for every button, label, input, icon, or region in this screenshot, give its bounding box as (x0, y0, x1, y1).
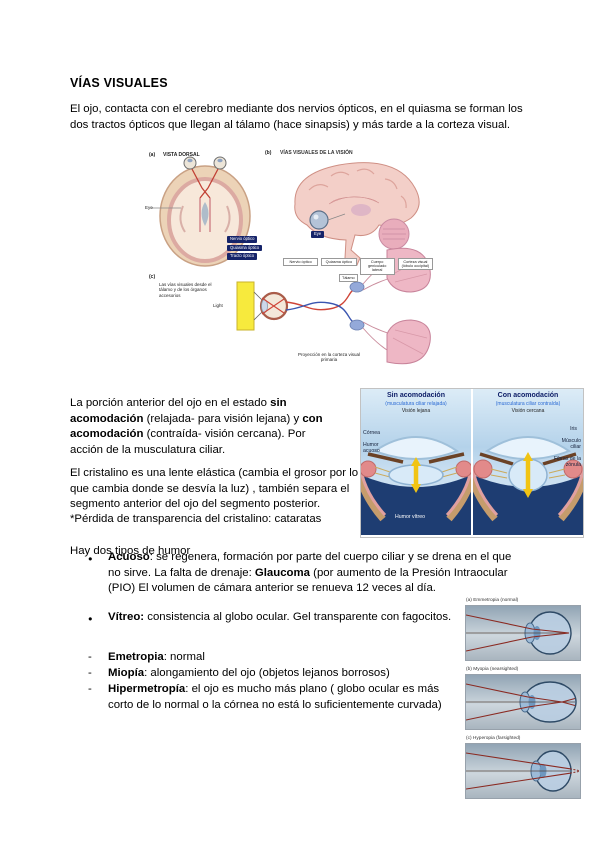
hyperopia-art (465, 743, 581, 799)
panel-myopia: (b) Myopia (nearsighted) (465, 667, 581, 730)
bullet-aqueous-text: Acuoso: se regenera, formación por parte… (108, 551, 512, 594)
bullet-vitreous-text: Vítreo: consistencia al globo ocular. Ge… (108, 611, 452, 623)
relaxed-title: Sin acomodación (387, 392, 445, 399)
axial-brain-art (151, 156, 251, 267)
contracted-mode: Visión cercana (511, 408, 545, 414)
panel-b-title: VÍAS VISUALES DE LA VISIÓN (280, 150, 353, 156)
panel-c-tag: (c) (149, 274, 156, 280)
relaxed-eye-art (361, 436, 471, 535)
panel-a-tag: (a) (149, 152, 156, 158)
label-optic-chiasm-b: Quiasma óptico (321, 258, 357, 267)
panel-c-bottom-caption: Proyección en la corteza visual primaria (297, 352, 361, 363)
ciliary-label: Músculo ciliar (561, 438, 581, 450)
dash-hyperopia: - Hipermetropía: el ojo es mucho más pla… (88, 682, 448, 713)
panel-emmetropia: (a) Emmetropia (normal) (465, 598, 581, 661)
figure-vision-types: (a) Emmetropia (normal) (b) Myopia (near… (465, 598, 581, 805)
accommodation-panel-contracted: Con acomodación (musculatura ciliar cont… (473, 389, 583, 535)
pathway-label-boxes-b: Nervio óptico Quiasma óptico Cuerpo geni… (283, 258, 433, 275)
vitreous-label: Humor vítreo (395, 514, 425, 520)
accommodation-panel-relaxed: Sin acomodación (musculatura ciliar rela… (361, 389, 471, 535)
panel-divider (471, 389, 473, 537)
myopia-art (465, 674, 581, 730)
label-lateral-geniculate: Cuerpo geniculado lateral (359, 258, 395, 275)
eye-label-b: Eye (311, 231, 325, 238)
iris-label: Iris (570, 426, 577, 432)
emmetropia-art (465, 605, 581, 661)
sagittal-brain-art (294, 162, 420, 266)
dash-emmetropia-text: Emetropia: normal (108, 651, 205, 663)
humor-intro: Hay dos tipos de humor (70, 545, 191, 558)
myopia-caption: (b) Myopia (nearsighted) (466, 667, 519, 672)
contracted-subtitle: (musculatura ciliar contraída) (495, 401, 561, 407)
label-optic-tract: Tracto óptico (227, 253, 258, 260)
accommodation-paragraph: La porción anterior del ojo en el estado… (70, 397, 323, 456)
dash-marker: - (88, 683, 92, 695)
intro-paragraph: El ojo, contacta con el cerebro mediante… (70, 103, 523, 131)
bullet-marker: ● (88, 554, 93, 563)
label-visual-cortex: Corteza visual (lóbulo occipital) (397, 258, 433, 271)
figure-visual-pathways: (a) VISTA DORSAL (b) VÍAS VISUALES DE LA… (143, 146, 435, 374)
dash-emmetropia: - Emetropia: normal (88, 650, 468, 666)
figure-accommodation: Sin acomodación (musculatura ciliar rela… (360, 388, 584, 538)
panel-hyperopia: (c) Hyperopia (farsighted) (465, 736, 581, 799)
cataracts-note: *Pérdida de transparencia del cristalino… (70, 513, 322, 526)
panel-c-caption: Las vías visuales desde el tálamo y de l… (159, 282, 212, 298)
panel-b-tag: (b) (265, 150, 272, 156)
thalamus-label: Tálamo (339, 274, 358, 283)
cornea-label: Córnea (363, 430, 381, 436)
bullet-aqueous: ● Acuoso: se regenera, formación por par… (88, 550, 526, 597)
aqueous-label: Humor acuoso (363, 442, 380, 454)
emmetropia-caption: (a) Emmetropia (normal) (466, 598, 519, 603)
dash-myopia-text: Miopía: alongamiento del ojo (objetos le… (108, 667, 390, 679)
hyperopia-caption: (c) Hyperopia (farsighted) (466, 736, 521, 741)
contracted-eye-art (473, 436, 583, 535)
dash-hyperopia-text: Hipermetropía: el ojo es mucho más plano… (108, 683, 442, 711)
bullet-marker: ● (88, 614, 93, 623)
eye-label-a: Eye (145, 205, 153, 210)
dash-marker: - (88, 667, 92, 679)
label-optic-chiasm: Quiasma óptico (227, 244, 263, 252)
light-label: Light (213, 303, 223, 308)
label-optic-nerve-b: Nervio óptico (283, 258, 319, 267)
zonule-label: Fibras de la zónula (553, 456, 581, 468)
contracted-title: Con acomodación (497, 392, 559, 399)
page-title: VÍAS VISUALES (70, 76, 168, 91)
pathway-label-boxes-a: Nervio óptico Quiasma óptico Tracto ópti… (227, 236, 263, 262)
relaxed-mode: Visión lejana (401, 408, 431, 414)
visual-pathways-illustration (151, 156, 431, 365)
lens-paragraph: El cristalino es una lente elástica (cam… (70, 467, 359, 511)
dash-myopia: - Miopía: alongamiento del ojo (objetos … (88, 666, 468, 682)
relaxed-subtitle: (musculatura ciliar relajada) (385, 401, 447, 407)
bullet-vitreous: ● Vítreo: consistencia al globo ocular. … (88, 610, 526, 627)
dash-marker: - (88, 651, 92, 663)
label-optic-nerve: Nervio óptico (227, 236, 258, 243)
panel-a-title: VISTA DORSAL (163, 152, 200, 158)
